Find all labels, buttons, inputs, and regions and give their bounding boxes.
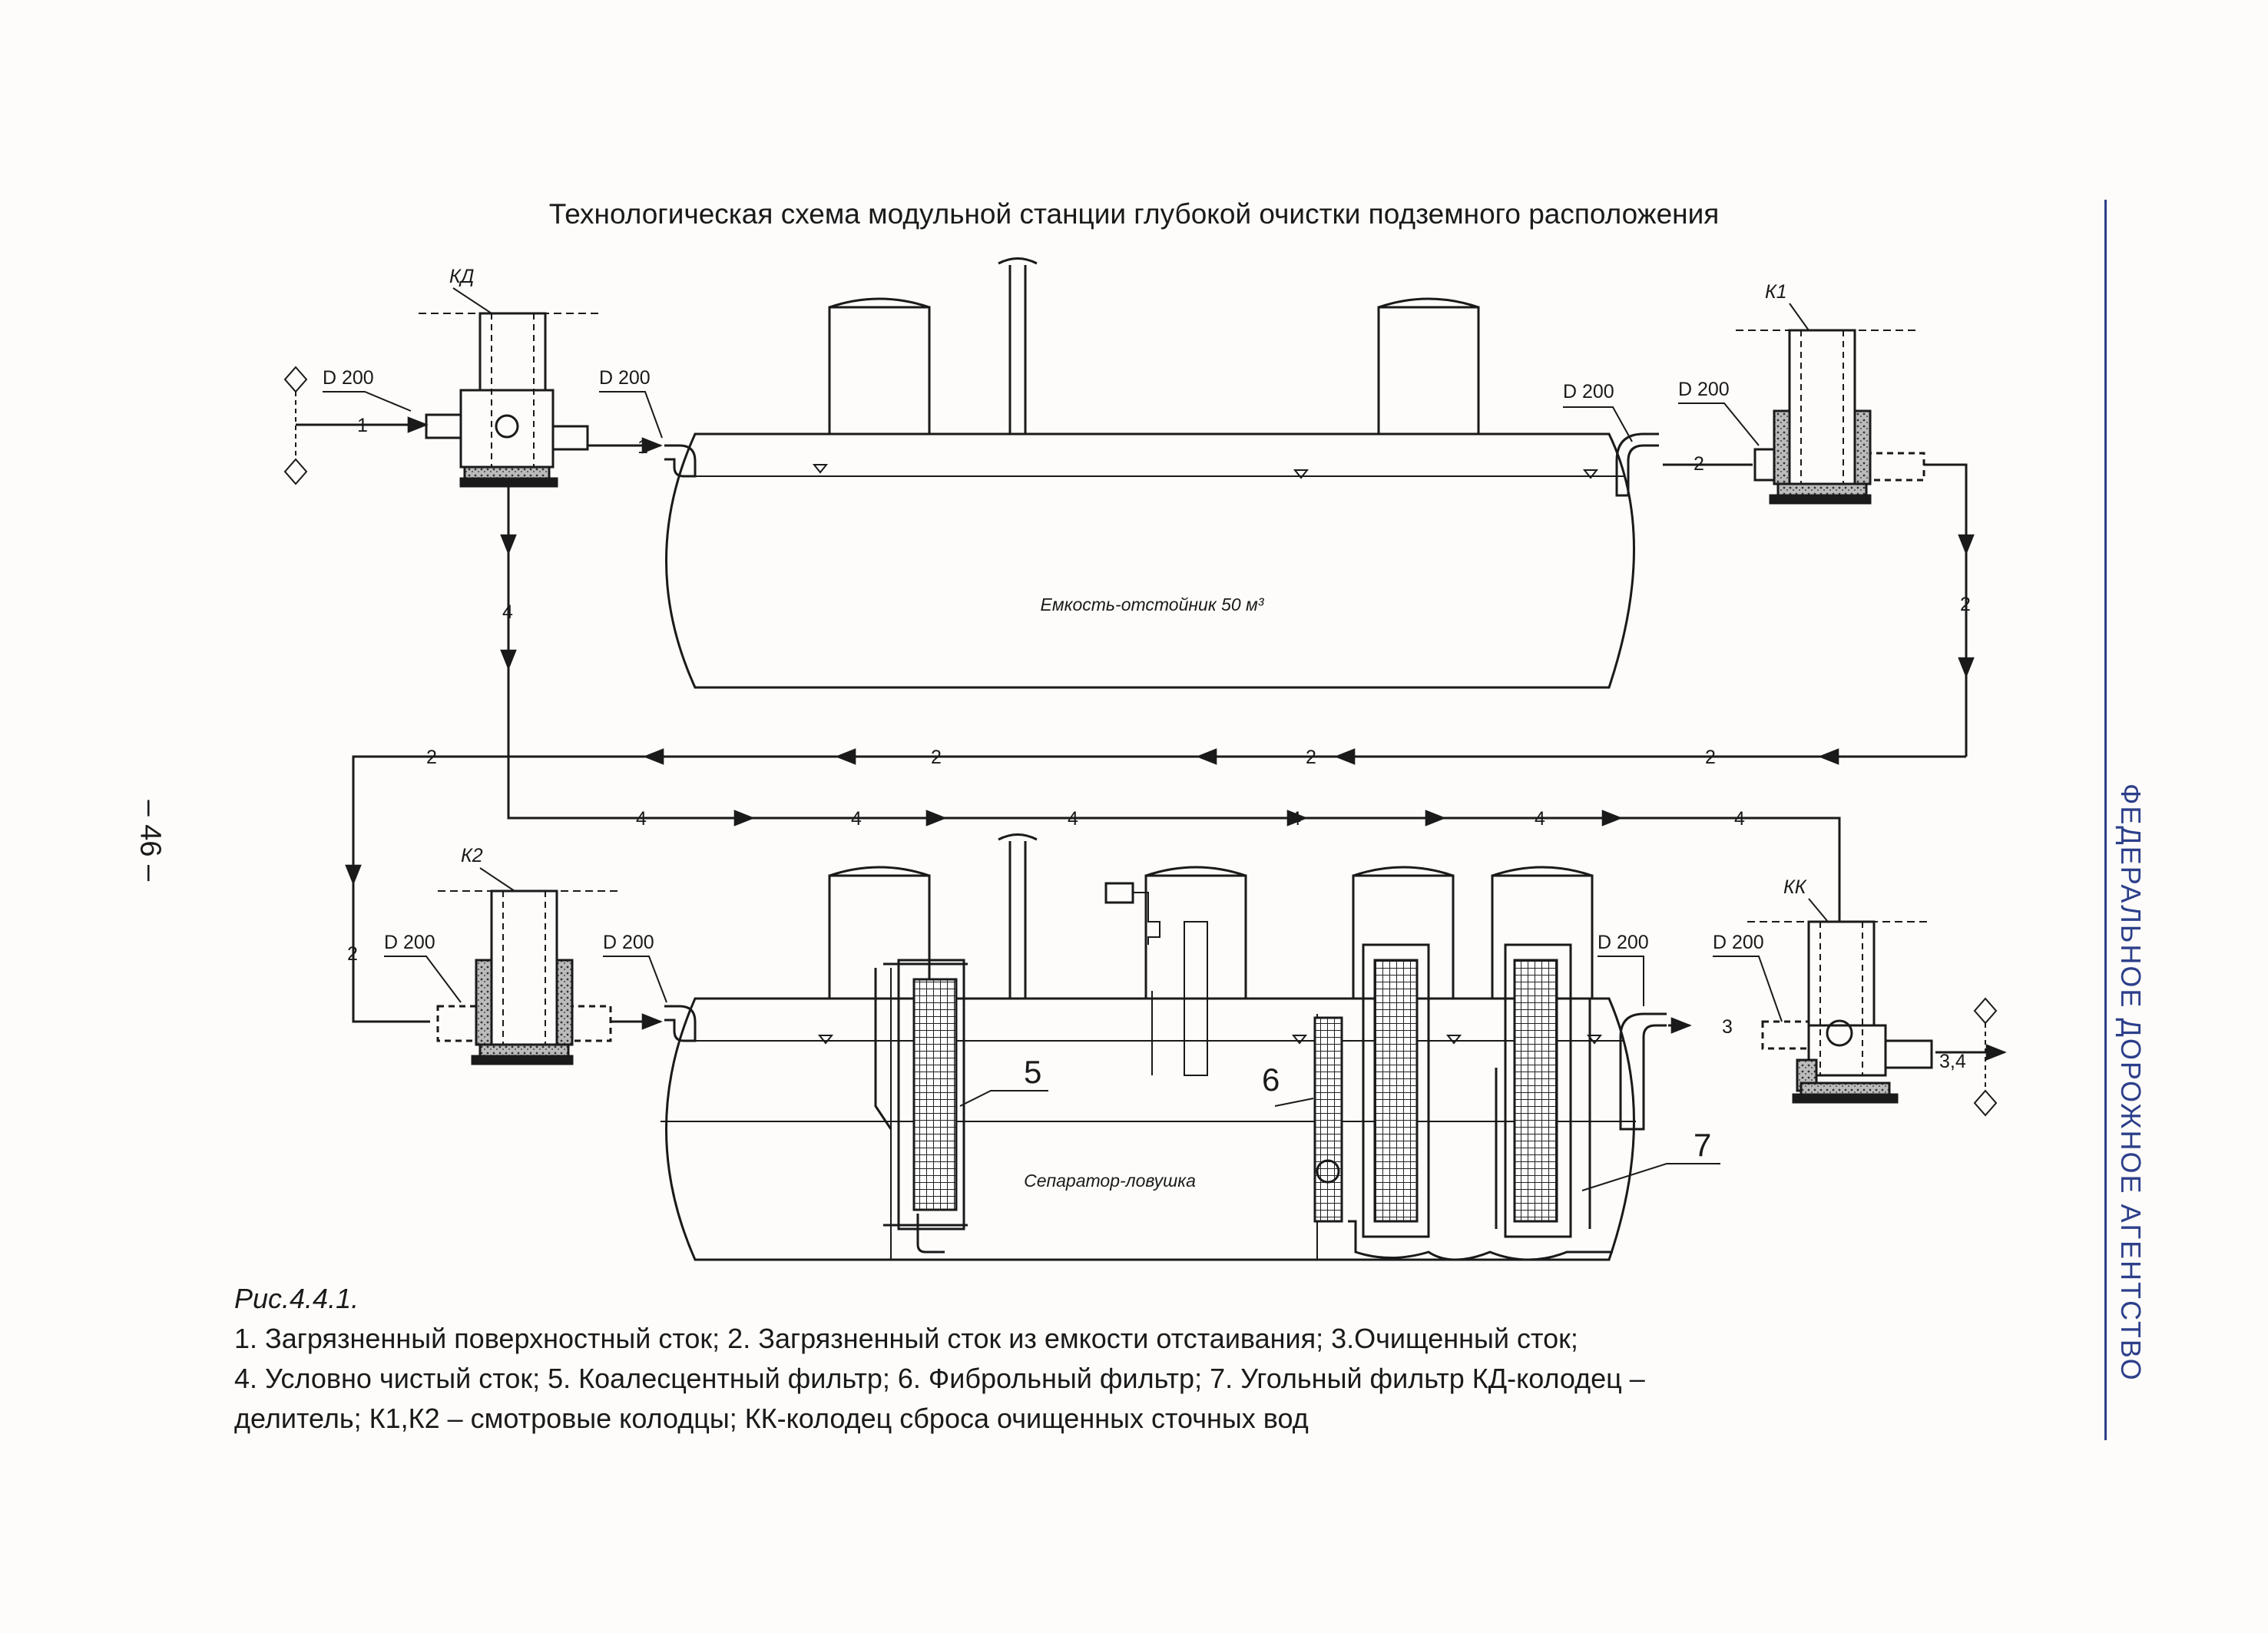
page-number-text: – 46 – xyxy=(134,800,167,882)
legend-line: 4. Условно чистый сток; 5. Коалесцентный… xyxy=(234,1363,1645,1394)
flow-label: 1 xyxy=(357,415,368,436)
figure-caption: Рис.4.4.1. 1. Загрязненный поверхностный… xyxy=(234,1279,2078,1439)
page-number: – 46 – xyxy=(111,799,188,883)
item-label: 7 xyxy=(1694,1127,1711,1163)
flow-label: 2 xyxy=(931,747,942,768)
page-title: Технологическая схема модульной станции … xyxy=(548,198,1720,230)
pipe-label: D 200 xyxy=(603,932,654,953)
item-label: 6 xyxy=(1262,1062,1280,1098)
flow-label: 4 xyxy=(851,808,862,830)
pipe-label: D 200 xyxy=(1678,379,1730,400)
legend-line: делитель; К1,К2 – смотровые колодцы; КК-… xyxy=(234,1403,1309,1434)
flow-label: 2 xyxy=(1306,747,1316,768)
flow-label: 2 xyxy=(426,747,437,768)
pipe-label: D 200 xyxy=(384,932,435,953)
well-k2 xyxy=(436,889,618,1065)
flow-label: 2 xyxy=(1705,747,1716,768)
pipe-label: D 200 xyxy=(323,367,374,389)
item-label: 5 xyxy=(1024,1054,1041,1090)
pipe-label: D 200 xyxy=(1598,932,1649,953)
agency-name: ФЕДЕРАЛЬНОЕ ДОРОЖНОЕ АГЕНТСТВО xyxy=(2115,783,2147,1382)
pipe-label: D 200 xyxy=(599,367,651,389)
well-kk xyxy=(1747,920,1933,1104)
flow-label: 2 xyxy=(1960,594,1971,615)
well-label-k2: К2 xyxy=(461,845,483,866)
figure-label: Рис.4.4.1. xyxy=(234,1283,359,1314)
flow-label: 4 xyxy=(1535,808,1545,830)
flow-label: 4 xyxy=(1290,808,1301,830)
separator-trap xyxy=(661,833,1667,1261)
flow-label: 3 xyxy=(1722,1016,1733,1038)
tank-label-separator: Сепаратор-ловушка xyxy=(1024,1171,1196,1191)
legend-line: 1. Загрязненный поверхностный сток; 2. З… xyxy=(234,1323,1578,1354)
flow-label: 2 xyxy=(1694,453,1704,475)
well-k1 xyxy=(1736,329,1925,505)
sidebar-divider xyxy=(2104,200,2107,1440)
agency-sidebar: ФЕДЕРАЛЬНОЕ ДОРОЖНОЕ АГЕНТСТВО xyxy=(2115,783,2162,1382)
flow-label: 2 xyxy=(347,943,358,965)
pipe-label: D 200 xyxy=(1563,381,1614,402)
well-kd xyxy=(419,312,599,488)
flow-label: 4 xyxy=(1734,808,1745,830)
flow-label: 4 xyxy=(1068,808,1078,830)
flow-label: 3,4 xyxy=(1939,1051,1966,1072)
flow-label: 1 xyxy=(637,436,648,458)
tank-label-settling: Емкость-отстойник 50 м³ xyxy=(1041,595,1265,614)
pipe-label: D 200 xyxy=(1713,932,1764,953)
flow-label: 4 xyxy=(502,601,513,623)
settling-tank xyxy=(664,257,1659,689)
flow-label: 4 xyxy=(636,808,647,830)
well-label-kd: КД xyxy=(449,266,474,287)
well-label-k1: К1 xyxy=(1765,281,1787,303)
well-label-kk: КК xyxy=(1783,876,1807,898)
